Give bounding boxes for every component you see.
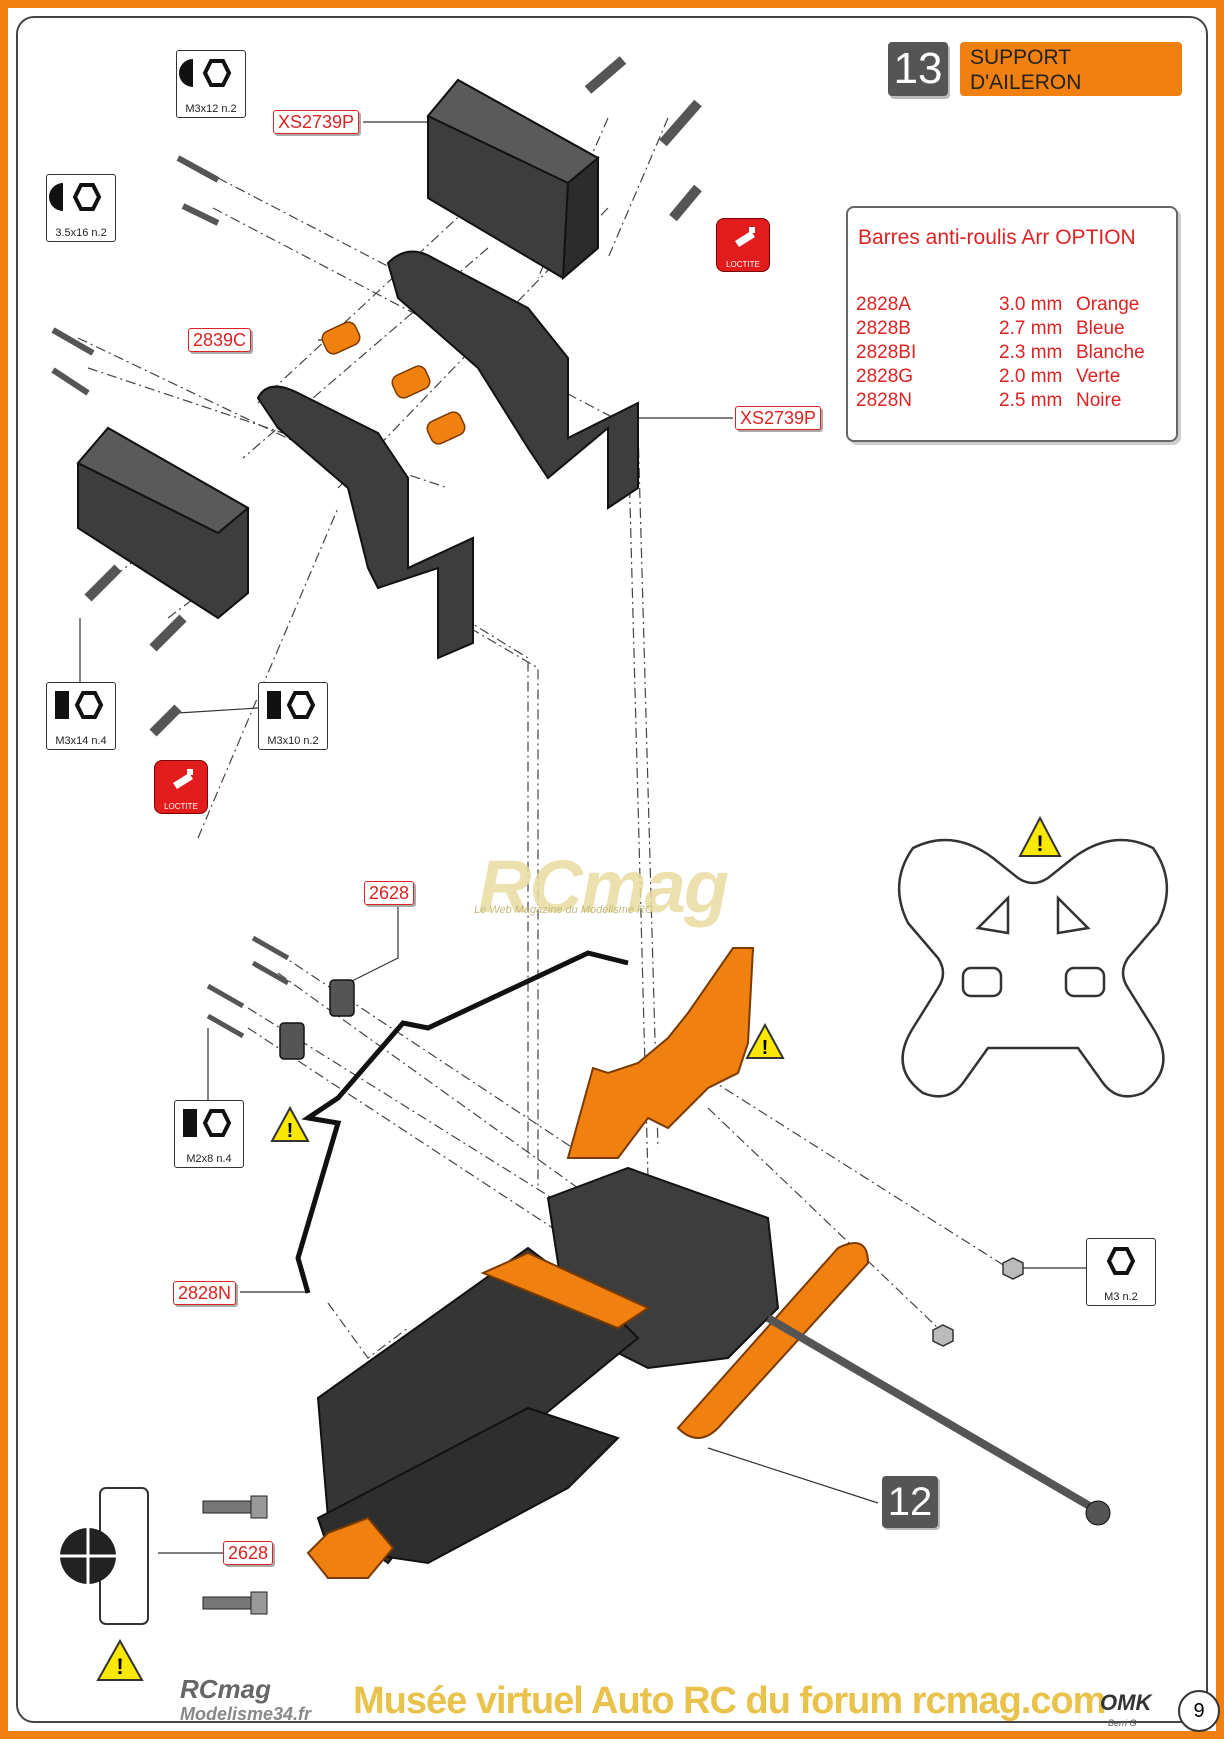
wing-mount-upper [426,78,600,281]
option-row: 2828A 3.0 mm Orange [856,294,1139,316]
hardware-m2x8: M2x8 n.4 [174,1100,244,1168]
option-size: 2.7 mm [999,318,1063,339]
countersunk-screw-icon [49,183,102,211]
omk-logo: OMK [1100,1690,1152,1715]
hardware-label: 3.5x16 n.2 [55,227,107,239]
svg-text:!: ! [762,1037,769,1059]
cap-head-screw-icon [55,691,104,719]
hardware-label: M3x14 n.4 [55,735,107,747]
option-color: Orange [1076,294,1140,315]
svg-text:!: ! [1036,831,1043,856]
option-code: 2828A [856,294,911,315]
page-number: 9 [1178,1690,1220,1732]
option-code: 2828BI [856,342,917,363]
option-size: 2.3 mm [999,342,1063,363]
warning-icon: ! [745,1022,785,1059]
loctite-label: LOCTITE [726,260,760,269]
warning-icon: ! [1018,815,1062,857]
spacers-2839c [321,321,466,445]
step-number: 13 [888,42,948,96]
part-ref-2828n: 2828N [173,1281,237,1305]
shock-tower [566,947,755,1159]
step-title-line1: SUPPORT [970,46,1072,69]
cap-head-screw-icon [267,691,316,719]
part-ref-xs2739p: XS2739P [735,406,822,430]
leader-lines [79,121,1088,1554]
wing-stays [256,250,639,660]
glue-bottle-icon [173,769,193,789]
rcmag-logo-small: RCmag [180,1674,272,1704]
hardware-label: M3x12 n.2 [185,103,237,115]
options-title: Barres anti-roulis Arr OPTION [858,226,1136,249]
hardware-m3x12: M3x12 n.2 [176,50,246,118]
hardware-label: M3x10 n.2 [267,735,319,747]
option-row: 2828N 2.5 mm Noire [856,390,1121,412]
part-ref-xs2739p: XS2739P [273,110,360,134]
hardware-m3x14: M3x14 n.4 [46,682,116,750]
button-head-screw-icon [179,59,232,87]
hardware-m3-nut: M3 n.2 [1086,1238,1156,1306]
cap-head-screw-icon [183,1109,232,1137]
museum-banner: Musée virtuel Auto RC du forum rcmag.com [353,1680,1106,1722]
option-code: 2828N [856,390,912,411]
drive-shaft [765,1314,1111,1526]
option-color: Blanche [1076,342,1145,363]
svg-text:!: ! [116,1654,123,1679]
option-row: 2828B 2.7 mm Bleue [856,318,1125,340]
loctite-label: LOCTITE [164,802,198,811]
option-row: 2828BI 2.3 mm Blanche [856,342,1145,364]
option-size: 2.0 mm [999,366,1063,387]
loctite-badge: LOCTITE [716,218,770,272]
svg-text:!: ! [287,1120,294,1142]
orange-arms [306,1242,870,1579]
screws-upper [51,56,702,737]
hex-nut-icon [1106,1247,1136,1275]
clamp-detail [48,1487,268,1625]
step-title-line2: D'AILERON [970,71,1082,94]
anti-roll-bar-options: Barres anti-roulis Arr OPTION 2828A 3.0 m… [846,206,1178,442]
author-signature: Berri G [1108,1718,1137,1728]
loctite-badge: LOCTITE [154,760,208,814]
roll-bar-mounts [279,979,355,1060]
rcmag-tagline: Le Web Magazine du Modélisme RC [474,904,653,916]
option-code: 2828G [856,366,914,387]
option-size: 2.5 mm [999,390,1063,411]
option-color: Verte [1076,366,1121,387]
step-title: SUPPORT D'AILERON [960,42,1182,96]
sub-step-number: 12 [882,1476,938,1528]
hardware-3.5x16: 3.5x16 n.2 [46,174,116,242]
warning-icon: ! [270,1105,310,1142]
part-ref-2628: 2628 [364,881,415,905]
shock-tower-detail [897,838,1169,1098]
option-row: 2828G 2.0 mm Verte [856,366,1120,388]
option-size: 3.0 mm [999,294,1063,315]
hardware-label: M3 n.2 [1104,1291,1138,1303]
option-code: 2828B [856,318,911,339]
part-ref-2839c: 2839C [188,328,252,352]
option-color: Noire [1076,390,1122,411]
part-ref-2628: 2628 [223,1541,274,1565]
rear-gearbox [316,1166,780,1565]
anti-roll-bar [295,950,629,1294]
warning-icon: ! [96,1638,144,1681]
modelisme-logo: Modelisme34.fr [180,1704,312,1724]
glue-bottle-icon [735,227,755,247]
nuts-m3 [932,1257,1024,1347]
hardware-label: M2x8 n.4 [186,1153,232,1165]
wing-mount-lower [76,426,250,620]
hardware-m3x10: M3x10 n.2 [258,682,328,750]
rcmag-watermark: RCmag [478,845,729,928]
option-color: Bleue [1076,318,1125,339]
exploded-assembly-drawing: ! ! ! ! [48,56,1169,1681]
screws-m2x8 [206,935,290,1039]
